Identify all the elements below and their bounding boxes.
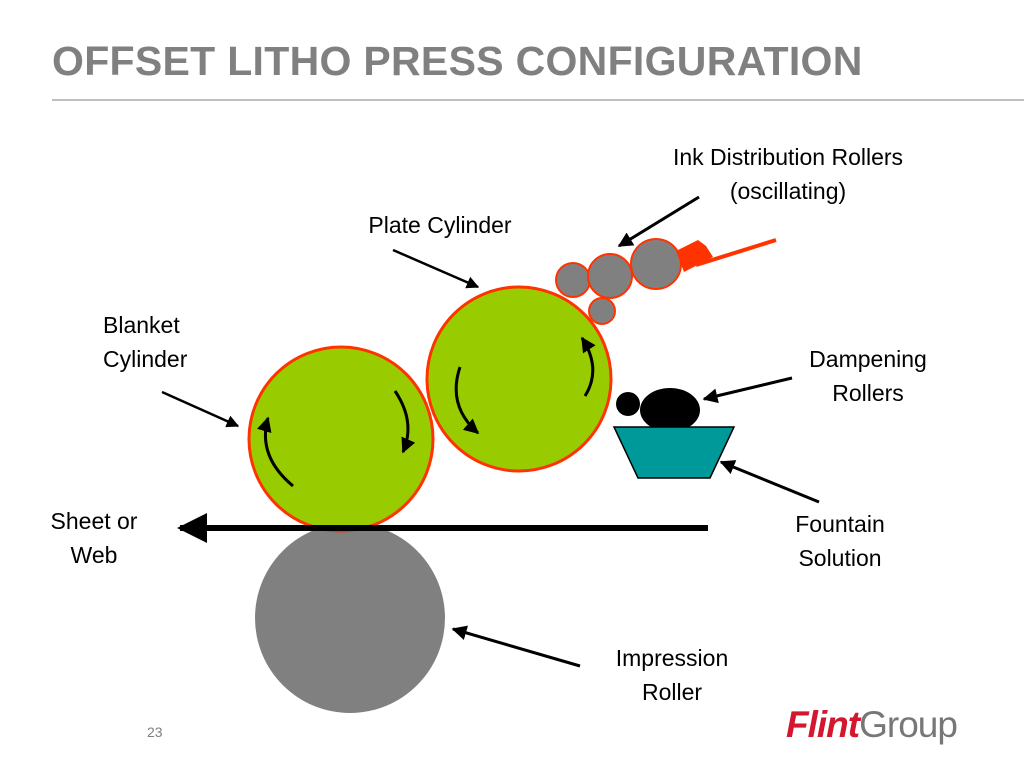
plate-rotation-arrow-left xyxy=(454,366,480,435)
page-number: 23 xyxy=(147,724,163,740)
fountain-tray xyxy=(612,426,736,479)
blanket-cylinder-pointer xyxy=(161,390,240,428)
blanket-cylinder-label: Blanket Cylinder xyxy=(103,312,188,372)
dampening-roller-small xyxy=(616,392,640,416)
ink-roller-middle xyxy=(587,253,633,299)
ink-blade xyxy=(695,238,777,267)
dampening-roller-large xyxy=(640,388,700,432)
impression-roller-label: Impression Roller xyxy=(615,645,729,705)
sheet-or-web-label: Sheet or Web xyxy=(50,508,138,568)
dampening-rollers-pointer xyxy=(702,376,793,404)
ink-rollers-label: Ink Distribution Rollers (oscillating) xyxy=(672,144,904,204)
blanket-cylinder xyxy=(247,345,435,533)
plate-rotation-arrow-right xyxy=(580,336,596,397)
fountain-solution-label: Fountain Solution xyxy=(795,511,885,571)
ink-roller-small-bottom xyxy=(588,297,616,325)
ink-roller-large xyxy=(630,238,682,290)
plate-cylinder-pointer xyxy=(392,248,480,289)
ink-rollers-pointer xyxy=(617,195,700,248)
ink-roller-small-left xyxy=(555,262,591,298)
flint-group-logo: FlintGroup xyxy=(786,704,958,745)
blanket-rotation-arrow-left xyxy=(257,416,294,488)
impression-roller xyxy=(255,523,445,713)
impression-roller-pointer xyxy=(451,625,581,668)
title-divider xyxy=(52,99,1024,101)
ink-fountain xyxy=(676,240,713,272)
fountain-solution-pointer xyxy=(719,460,820,504)
blanket-rotation-arrow-right xyxy=(393,390,416,454)
dampening-rollers-label: Dampening Rollers xyxy=(809,346,927,406)
plate-cylinder xyxy=(425,285,613,473)
plate-cylinder-label: Plate Cylinder xyxy=(368,212,512,238)
slide-title: OFFSET LITHO PRESS CONFIGURATION xyxy=(52,38,863,84)
